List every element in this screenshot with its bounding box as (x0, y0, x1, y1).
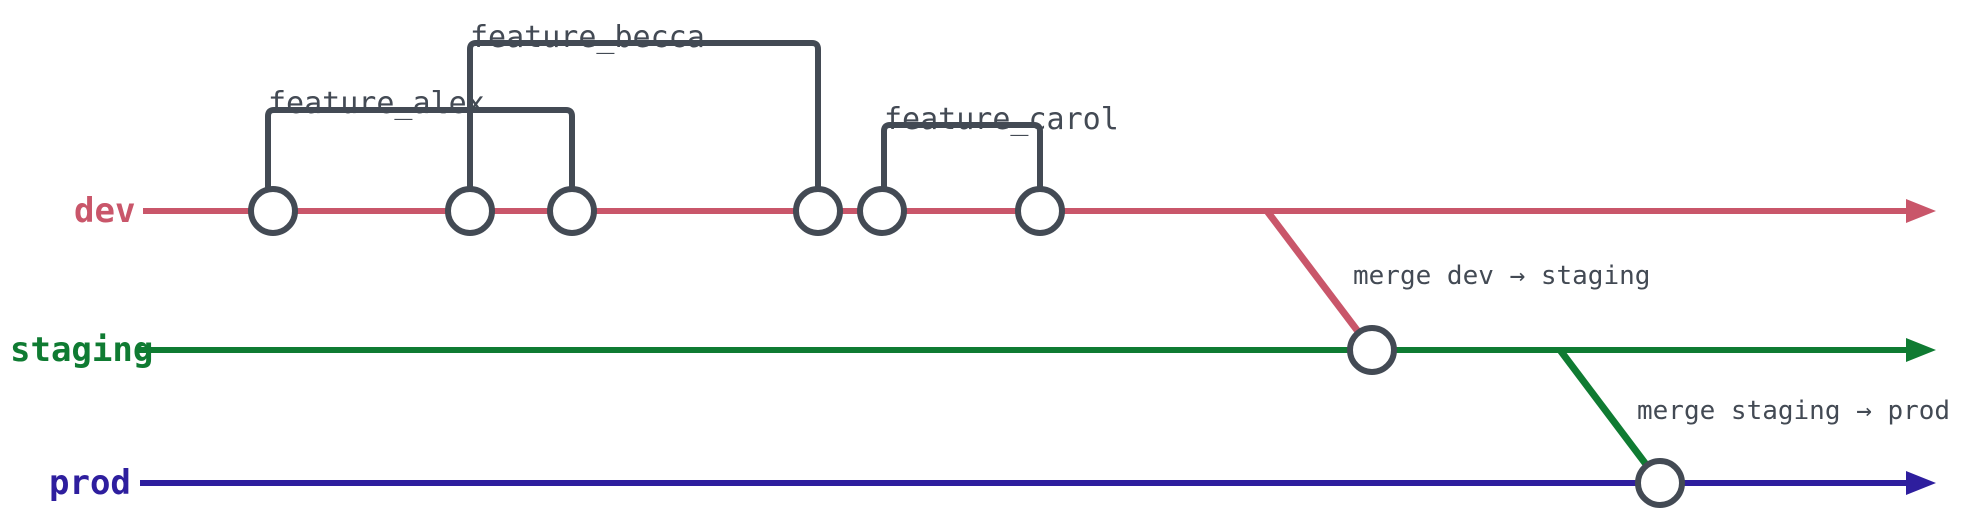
commit-node-prod-1[interactable] (1635, 458, 1685, 508)
branch-label-prod: prod (49, 463, 131, 503)
merge-label-merge-staging-prod: merge staging → prod (1637, 396, 1951, 426)
commit-node-dev-2[interactable] (445, 186, 495, 236)
branch-label-staging: staging (10, 330, 154, 370)
feature-label-feature_carol: feature_carol (884, 102, 1119, 137)
commit-node-dev-3[interactable] (547, 186, 597, 236)
commit-node-dev-6[interactable] (1015, 186, 1065, 236)
feature-bracket-feature_alex (265, 107, 575, 193)
commit-node-dev-1[interactable] (248, 186, 298, 236)
merge-line-merge-dev-staging (1264, 208, 1375, 353)
branch-label-dev: dev (74, 191, 136, 231)
merge-label-merge-dev-staging: merge dev → staging (1353, 261, 1651, 291)
commit-node-dev-4[interactable] (793, 186, 843, 236)
commit-node-staging-1[interactable] (1347, 325, 1397, 375)
commit-node-dev-5[interactable] (857, 186, 907, 236)
feature-label-feature_alex: feature_alex (268, 86, 485, 121)
feature-label-feature_becca: feature_becca (470, 20, 705, 55)
feature-bracket-feature_carol (881, 122, 1043, 193)
feature-bracket-feature_becca (467, 40, 821, 193)
merge-line-merge-staging-prod (1557, 347, 1663, 486)
